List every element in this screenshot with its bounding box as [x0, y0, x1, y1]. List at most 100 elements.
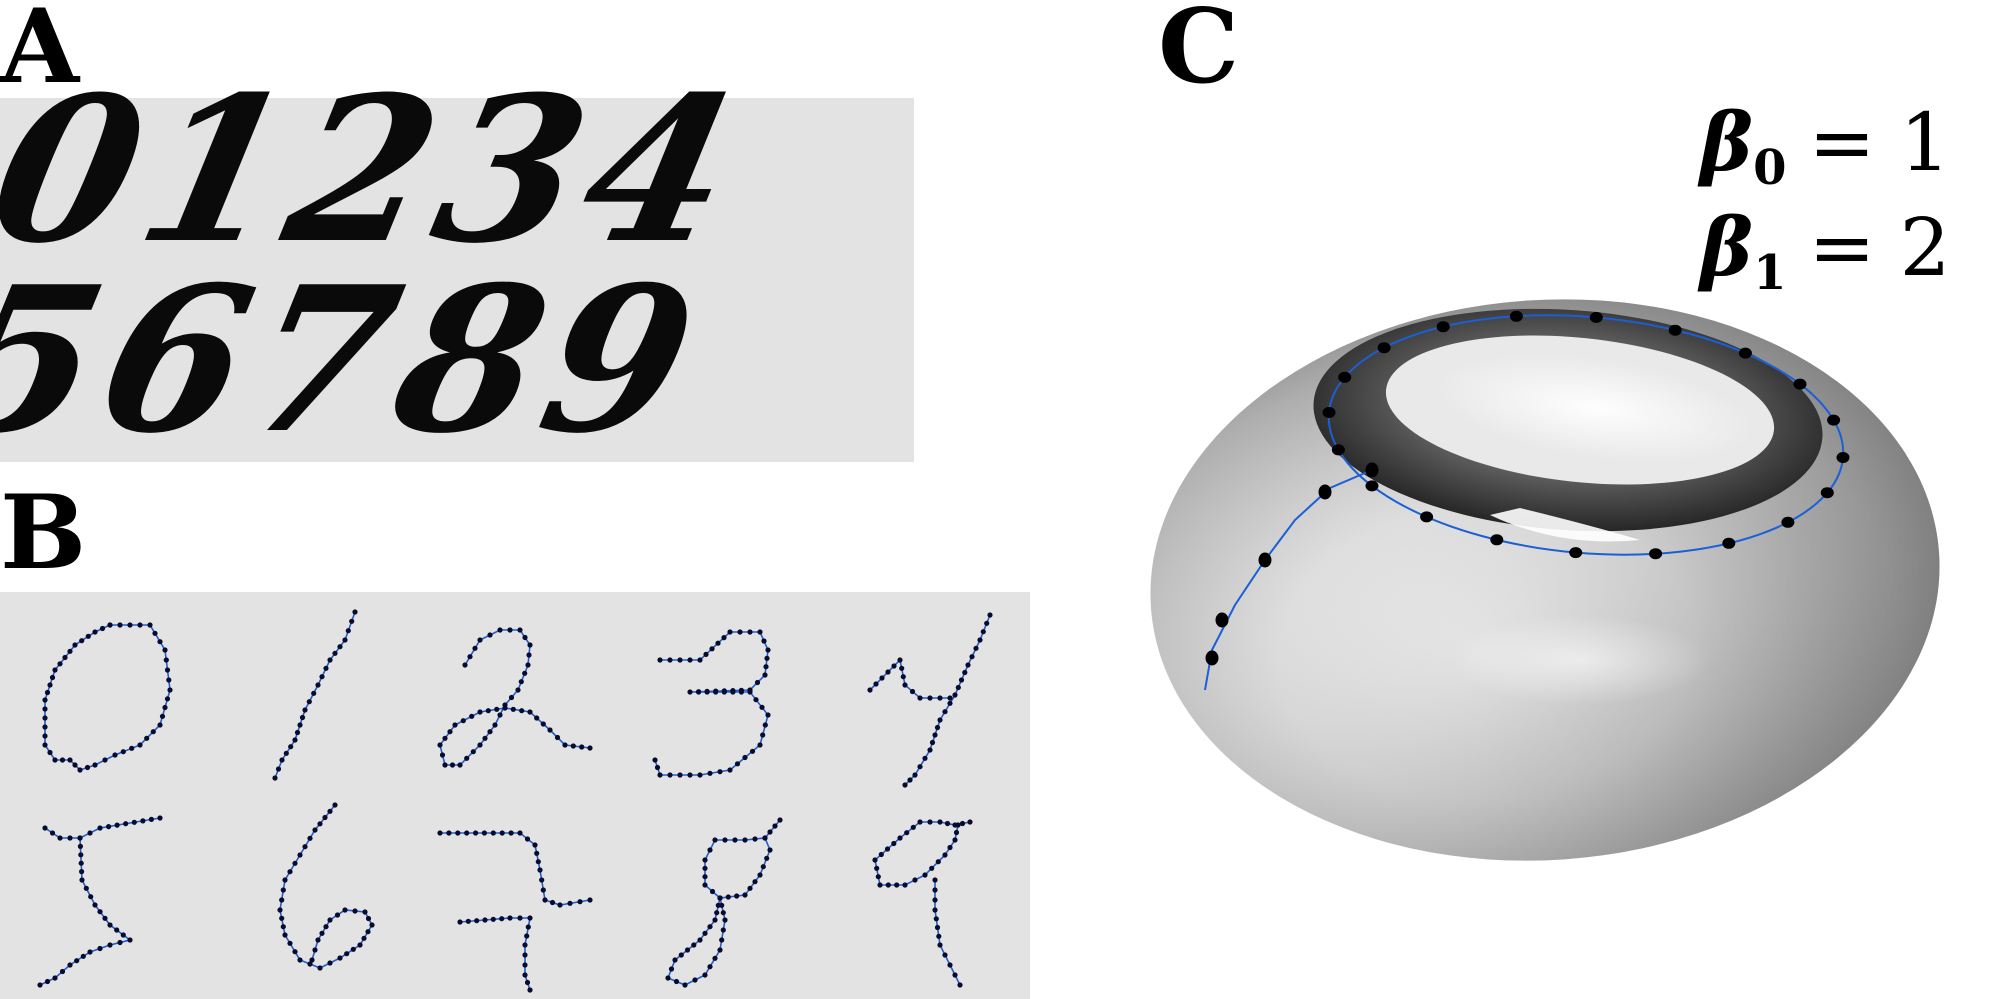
graph-node — [891, 663, 897, 669]
graph-node — [654, 764, 661, 771]
graph-node — [873, 681, 879, 687]
graph-node — [294, 729, 301, 736]
graph-node — [460, 718, 466, 724]
graph-node — [927, 747, 933, 753]
graph-node — [129, 745, 135, 751]
graph-node — [742, 754, 748, 761]
graph-node — [730, 689, 736, 695]
graph-node — [891, 840, 897, 847]
graph-node — [487, 729, 493, 735]
digit-graph-9 — [872, 819, 973, 988]
graph-node — [894, 882, 900, 888]
graph-node — [682, 982, 688, 988]
graph-node — [696, 689, 702, 695]
graph-node — [742, 892, 748, 898]
graph-node — [522, 952, 528, 958]
graph-node — [937, 819, 943, 825]
betti-number-0: β0=1 — [1697, 95, 1950, 196]
graph-node — [507, 627, 513, 633]
graph-node — [319, 674, 325, 680]
graph-node — [752, 879, 758, 885]
graph-node — [283, 750, 289, 756]
graph-node — [482, 917, 488, 923]
graph-node — [44, 978, 51, 985]
graph-node — [715, 640, 721, 646]
graph-node — [107, 922, 113, 928]
graph-node — [106, 824, 112, 830]
panel-b-background — [0, 592, 1030, 999]
svg-text:β0=1: β0=1 — [1697, 95, 1950, 196]
graph-node — [707, 924, 713, 930]
beta0-index: 0 — [1753, 140, 1786, 196]
digit-graph-4 — [867, 612, 993, 788]
digit-graph-3 — [652, 629, 771, 778]
graph-node — [481, 830, 487, 836]
panel-b — [0, 592, 1030, 999]
graph-node — [712, 955, 718, 961]
cycle-point — [1365, 480, 1379, 492]
graph-node — [282, 932, 288, 938]
graph-node — [935, 859, 941, 865]
graph-node — [77, 767, 83, 773]
graph-node — [704, 689, 710, 695]
graph-node — [473, 830, 479, 836]
graph-node — [477, 742, 483, 748]
graph-node — [464, 830, 470, 836]
graph-node — [47, 749, 53, 756]
graph-node — [967, 819, 973, 825]
cycle-point — [1738, 347, 1752, 359]
panel-a-background — [0, 98, 914, 462]
graph-node — [515, 687, 521, 693]
graph-node — [929, 739, 936, 746]
graph-node — [319, 930, 325, 936]
graph-node — [942, 709, 948, 715]
cycle-point — [1722, 537, 1736, 549]
graph-node — [933, 916, 939, 922]
graph-node — [72, 762, 78, 768]
graph-node — [349, 618, 355, 624]
graph-node — [702, 865, 708, 871]
graph-node — [292, 737, 298, 743]
graph-node — [742, 837, 748, 843]
graph-node — [678, 952, 684, 958]
graph-node — [52, 757, 58, 763]
graph-node — [322, 814, 328, 821]
graph-node — [927, 819, 933, 825]
graph-node — [877, 882, 883, 888]
graph-node — [902, 782, 908, 788]
graph-node — [897, 657, 903, 663]
cycle-point — [1649, 548, 1663, 560]
graph-node — [85, 633, 91, 639]
graph-node — [522, 670, 528, 676]
graph-node — [477, 637, 483, 643]
graph-node — [672, 957, 678, 963]
graph-node — [767, 829, 773, 835]
graph-node — [872, 857, 878, 863]
graph-node — [327, 917, 333, 923]
graph-node — [282, 877, 288, 883]
graph-node — [932, 887, 938, 893]
graph-node — [57, 835, 63, 841]
graph-node — [447, 729, 453, 735]
graph-node — [987, 612, 993, 618]
cycle-point — [1589, 311, 1603, 323]
graph-node — [777, 817, 783, 823]
graph-node — [763, 664, 769, 670]
graph-node — [524, 836, 531, 842]
graph-node — [932, 907, 938, 913]
graph-node — [344, 951, 350, 957]
graph-node — [684, 947, 691, 953]
beta0-equals: = — [1809, 96, 1876, 189]
svg-text:β1=2: β1=2 — [1697, 200, 1950, 301]
graph-node — [42, 742, 48, 748]
graph-node — [917, 695, 923, 701]
graph-node — [934, 724, 941, 731]
graph-node — [720, 910, 726, 916]
graph-node — [734, 761, 741, 767]
graph-node — [162, 704, 168, 711]
graph-node — [747, 629, 753, 635]
graph-node — [99, 625, 106, 632]
graph-node — [749, 748, 756, 754]
graph-node — [147, 622, 153, 628]
